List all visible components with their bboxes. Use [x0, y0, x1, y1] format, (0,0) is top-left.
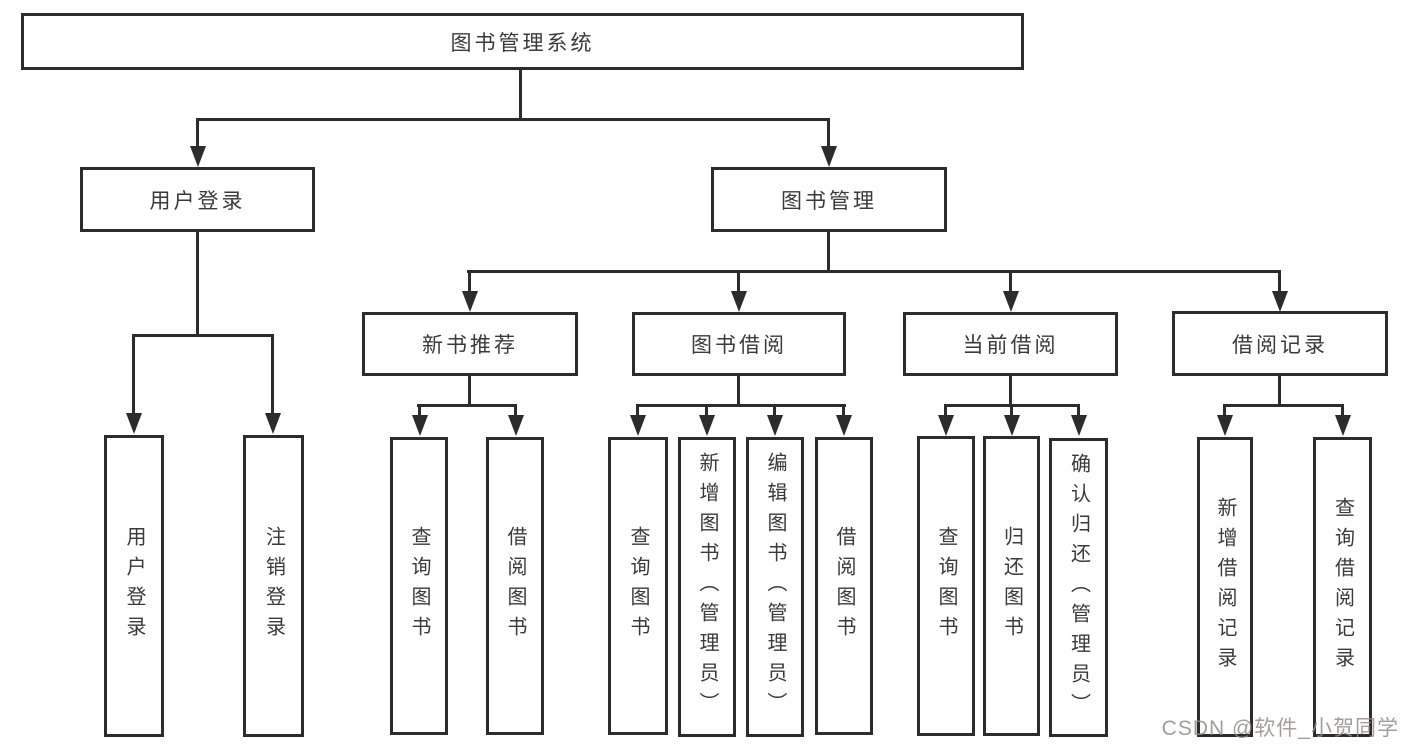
arrowhead-down-icon	[190, 146, 206, 167]
connector-line	[1009, 270, 1012, 294]
arrowhead-down-icon	[126, 413, 142, 434]
connector-line	[1010, 404, 1013, 418]
leaf-label: 借阅图书	[504, 526, 526, 646]
connector-line	[827, 232, 830, 272]
leaf-return-books: 归还图书	[983, 436, 1040, 736]
arrowhead-down-icon	[1217, 415, 1233, 436]
leaf-label: 借阅图书	[833, 526, 855, 646]
connector-line	[467, 270, 1281, 273]
connector-line	[418, 404, 421, 418]
leaf-add-borrow-record: 新增借阅记录	[1197, 437, 1253, 737]
leaf-label: 查询借阅记录	[1331, 497, 1354, 677]
watermark: CSDN @软件_小贺同学	[1161, 717, 1399, 740]
arrowhead-down-icon	[1003, 291, 1019, 312]
arrowhead-down-icon	[630, 415, 646, 436]
connector-line	[636, 404, 639, 418]
leaf-label: 查询图书	[935, 526, 957, 646]
connector-line	[705, 404, 708, 418]
arrowhead-down-icon	[821, 146, 837, 167]
leaf-label: 新增图书（管理员）	[696, 452, 718, 722]
connector-line	[519, 70, 522, 119]
connector-line	[827, 118, 830, 148]
arrowhead-down-icon	[412, 415, 428, 436]
leaf-label: 编辑图书（管理员）	[764, 452, 786, 722]
connector-line	[271, 334, 274, 416]
connector-line	[944, 404, 947, 418]
arrowhead-down-icon	[1272, 291, 1288, 312]
connector-line	[196, 232, 199, 336]
connector-line	[636, 404, 846, 407]
connector-line	[468, 376, 471, 407]
arrowhead-down-icon	[767, 415, 783, 436]
node-label: 新书推荐	[422, 334, 518, 357]
node-label: 用户登录	[149, 189, 246, 213]
leaf-label: 注销登录	[262, 526, 285, 646]
node-label: 图书管理系统	[450, 31, 595, 55]
arrowhead-down-icon	[699, 415, 715, 436]
leaf-query-borrow-record: 查询借阅记录	[1313, 437, 1372, 737]
leaf-query-books-borrow: 查询图书	[608, 437, 668, 735]
arrowhead-down-icon	[462, 291, 478, 312]
leaf-borrow-books: 借阅图书	[815, 437, 873, 735]
arrowhead-down-icon	[938, 415, 954, 436]
leaf-borrow-books-recommend: 借阅图书	[486, 437, 544, 735]
connector-line	[1341, 404, 1344, 418]
leaf-logout: 注销登录	[243, 435, 304, 737]
arrowhead-down-icon	[836, 415, 852, 436]
connector-line	[1278, 270, 1281, 294]
node-user-login: 用户登录	[80, 167, 315, 232]
connector-line	[132, 334, 274, 337]
connector-line	[1278, 376, 1281, 407]
arrowhead-down-icon	[731, 291, 747, 312]
leaf-label: 用户登录	[123, 526, 145, 646]
connector-line	[773, 404, 776, 418]
node-book-management: 图书管理	[711, 167, 947, 232]
arrowhead-down-icon	[265, 413, 281, 434]
connector-line	[842, 404, 845, 418]
leaf-add-books-admin: 新增图书（管理员）	[678, 437, 736, 737]
leaf-label: 归还图书	[1000, 526, 1023, 646]
connector-line	[468, 270, 471, 294]
arrowhead-down-icon	[1071, 415, 1087, 436]
arrowhead-down-icon	[508, 415, 524, 436]
node-library-system: 图书管理系统	[21, 13, 1024, 70]
leaf-label: 查询图书	[627, 526, 649, 646]
connector-line	[132, 334, 135, 416]
leaf-query-books-recommend: 查询图书	[390, 437, 448, 735]
connector-line	[737, 270, 740, 294]
leaf-label: 确认归还（管理员）	[1067, 452, 1090, 723]
connector-line	[1009, 376, 1012, 407]
node-current-borrow: 当前借阅	[903, 312, 1118, 376]
node-book-borrow: 图书借阅	[632, 312, 846, 376]
connector-line	[514, 404, 517, 418]
leaf-user-login: 用户登录	[104, 435, 164, 737]
connector-line	[1223, 404, 1226, 418]
connector-line	[737, 376, 740, 407]
node-new-book-recommend: 新书推荐	[362, 312, 578, 376]
node-label: 借阅记录	[1232, 333, 1328, 357]
arrowhead-down-icon	[1004, 415, 1020, 436]
node-borrow-records: 借阅记录	[1172, 311, 1388, 376]
node-label: 图书借阅	[691, 334, 787, 357]
connector-line	[1077, 404, 1080, 418]
connector-line	[196, 118, 199, 148]
node-label: 当前借阅	[962, 334, 1059, 357]
leaf-confirm-return-admin: 确认归还（管理员）	[1049, 438, 1108, 737]
connector-line	[196, 118, 830, 121]
leaf-label: 新增借阅记录	[1214, 497, 1236, 677]
connector-line	[1223, 404, 1344, 407]
leaf-query-books-current: 查询图书	[917, 436, 975, 736]
arrowhead-down-icon	[1335, 415, 1351, 436]
leaf-label: 查询图书	[408, 526, 430, 646]
node-label: 图书管理	[781, 189, 877, 213]
leaf-edit-books-admin: 编辑图书（管理员）	[746, 437, 804, 737]
connector-line	[417, 404, 517, 407]
